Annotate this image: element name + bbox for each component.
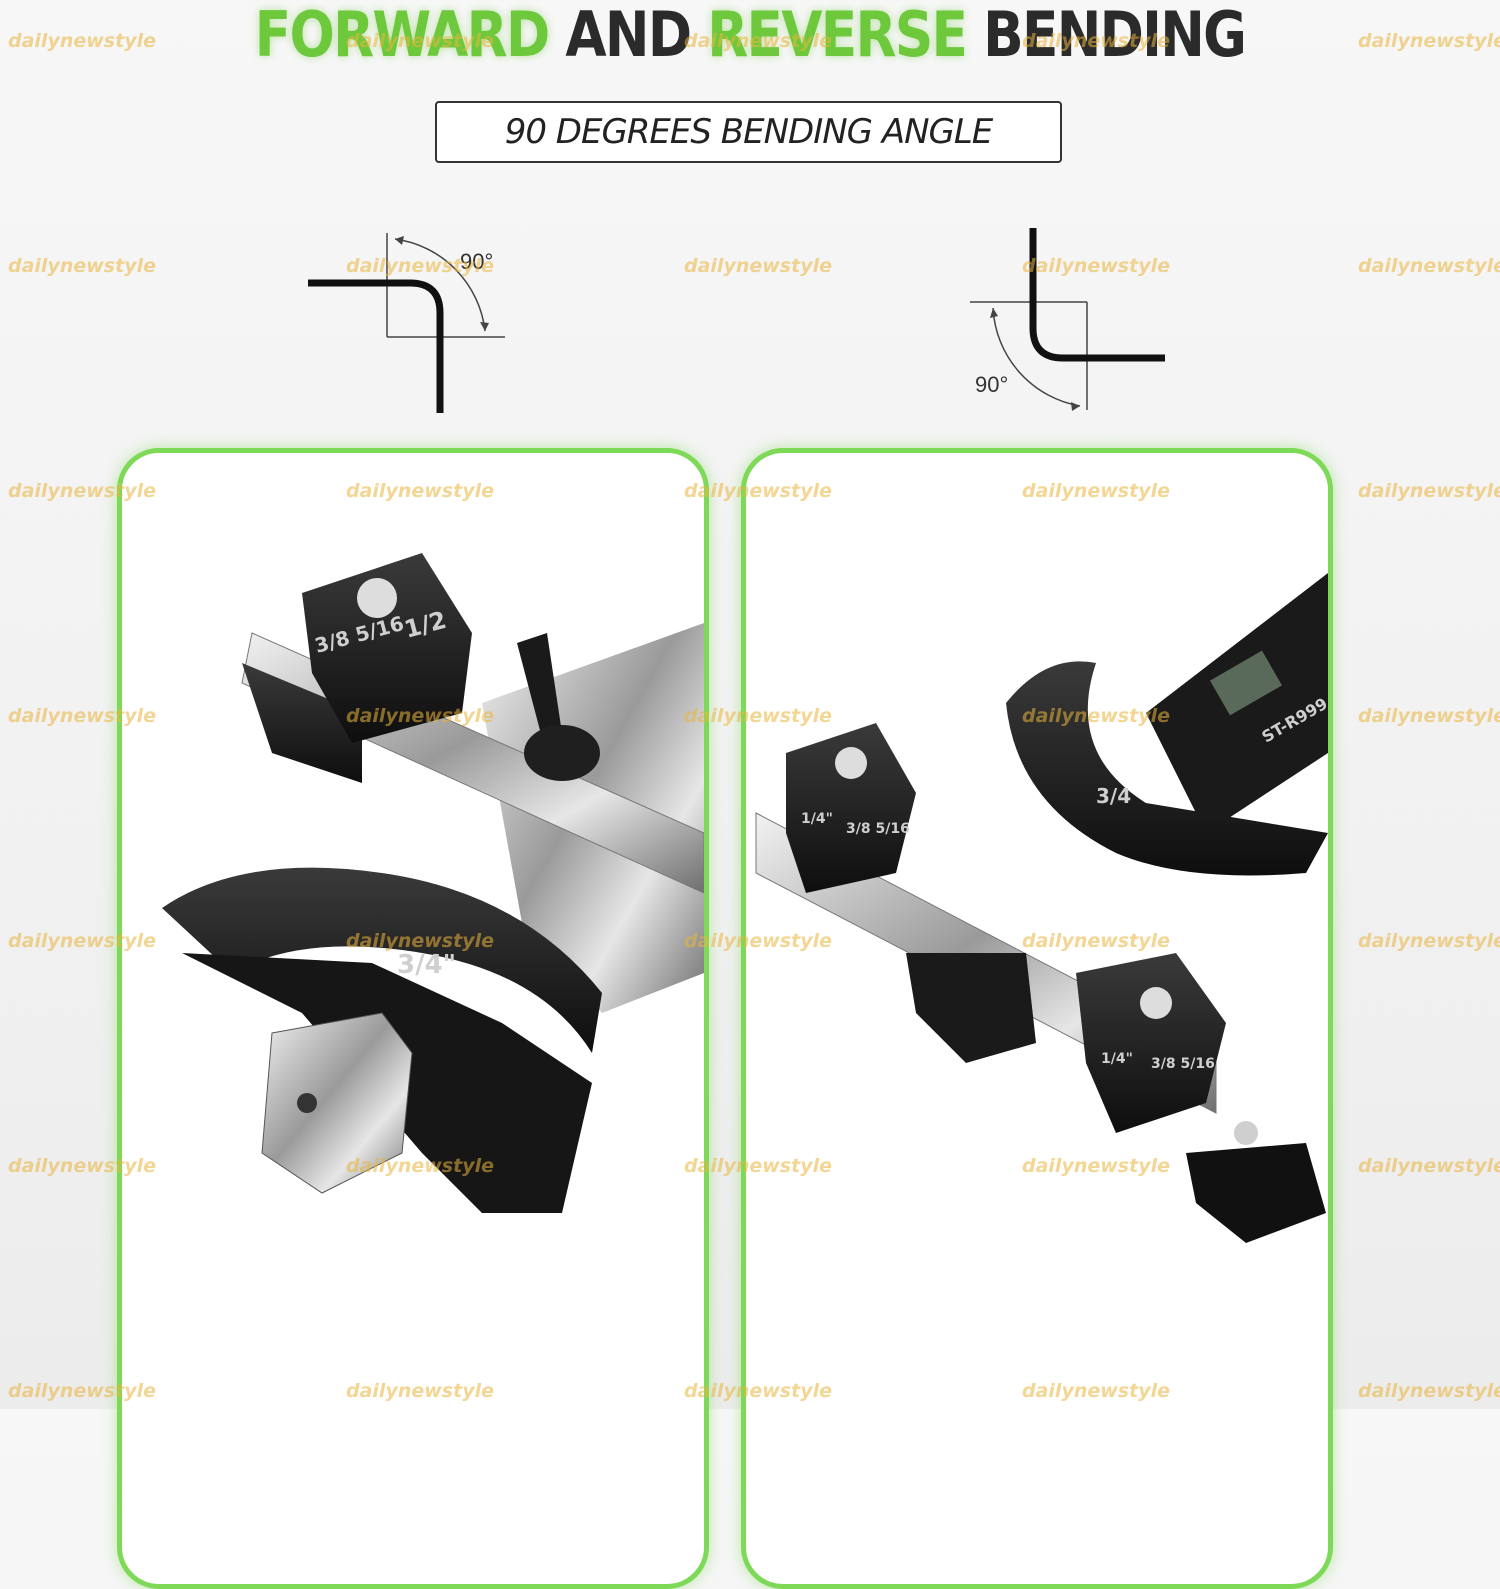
watermark-text: dailynewstyle <box>8 255 156 277</box>
watermark-text: dailynewstyle <box>684 30 832 52</box>
headline-word-reverse: REVERSE <box>707 0 968 71</box>
reverse-bend-photo-panel: ST-R999 3/4 1/4" 3/8 5/16 1/4" 3/8 5/16 <box>741 448 1333 1589</box>
watermark-text: dailynewstyle <box>346 255 494 277</box>
reverse-bend-diagram: 90° <box>970 228 1165 411</box>
watermark-text: dailynewstyle <box>1022 930 1170 952</box>
watermark-text: dailynewstyle <box>346 705 494 727</box>
forward-bend-photo-panel: 3/8 5/16 1/2 3/4" <box>117 448 709 1589</box>
watermark-text: dailynewstyle <box>8 1380 156 1402</box>
shoe1-label-a: 1/4" <box>801 811 833 827</box>
watermark-text: dailynewstyle <box>346 930 494 952</box>
watermark-text: dailynewstyle <box>1358 705 1500 727</box>
watermark-text: dailynewstyle <box>684 255 832 277</box>
watermark-text: dailynewstyle <box>346 30 494 52</box>
watermark-text: dailynewstyle <box>8 1155 156 1177</box>
headline-word-and: AND <box>548 0 708 71</box>
headline: FORWARD AND REVERSE BENDING <box>105 0 1395 70</box>
watermark-text: dailynewstyle <box>684 705 832 727</box>
watermark-text: dailynewstyle <box>8 705 156 727</box>
watermark-text: dailynewstyle <box>1358 930 1500 952</box>
headline-word-bending: BENDING <box>966 0 1247 71</box>
watermark-text: dailynewstyle <box>346 1155 494 1177</box>
watermark-text: dailynewstyle <box>1022 1155 1170 1177</box>
watermark-text: dailynewstyle <box>1358 30 1500 52</box>
watermark-text: dailynewstyle <box>1358 1155 1500 1177</box>
watermark-text: dailynewstyle <box>684 480 832 502</box>
watermark-text: dailynewstyle <box>684 1155 832 1177</box>
subtitle-box: 90 DEGREES BENDING ANGLE <box>435 101 1062 163</box>
watermark-text: dailynewstyle <box>1358 1380 1500 1402</box>
reverse-bender-illustration: ST-R999 3/4 1/4" 3/8 5/16 1/4" 3/8 5/16 <box>755 573 1328 1243</box>
shoe1-label-b: 3/8 5/16 <box>846 821 910 837</box>
headline-word-forward: FORWARD <box>254 0 550 71</box>
die-label: 3/4" <box>397 950 456 980</box>
watermark-text: dailynewstyle <box>8 480 156 502</box>
reverse-die-label: 3/4 <box>1096 784 1131 808</box>
forward-angle-label: 90° <box>460 249 493 274</box>
watermark-text: dailynewstyle <box>684 930 832 952</box>
watermark-text: dailynewstyle <box>1022 255 1170 277</box>
watermark-text: dailynewstyle <box>346 1380 494 1402</box>
watermark-text: dailynewstyle <box>1022 480 1170 502</box>
watermark-text: dailynewstyle <box>1022 30 1170 52</box>
forward-bend-diagram: 90° <box>308 233 505 413</box>
watermark-text: dailynewstyle <box>684 1380 832 1402</box>
reverse-angle-label: 90° <box>975 372 1008 397</box>
shoe2-label-b: 3/8 5/16 <box>1151 1056 1215 1072</box>
watermark-text: dailynewstyle <box>1358 255 1500 277</box>
forward-bender-illustration: 3/8 5/16 1/2 3/4" <box>162 553 704 1213</box>
watermark-text: dailynewstyle <box>1022 1380 1170 1402</box>
shoe2-label-a: 1/4" <box>1101 1051 1133 1067</box>
watermark-text: dailynewstyle <box>8 930 156 952</box>
watermark-text: dailynewstyle <box>1358 480 1500 502</box>
watermark-text: dailynewstyle <box>8 30 156 52</box>
watermark-text: dailynewstyle <box>346 480 494 502</box>
watermark-text: dailynewstyle <box>1022 705 1170 727</box>
